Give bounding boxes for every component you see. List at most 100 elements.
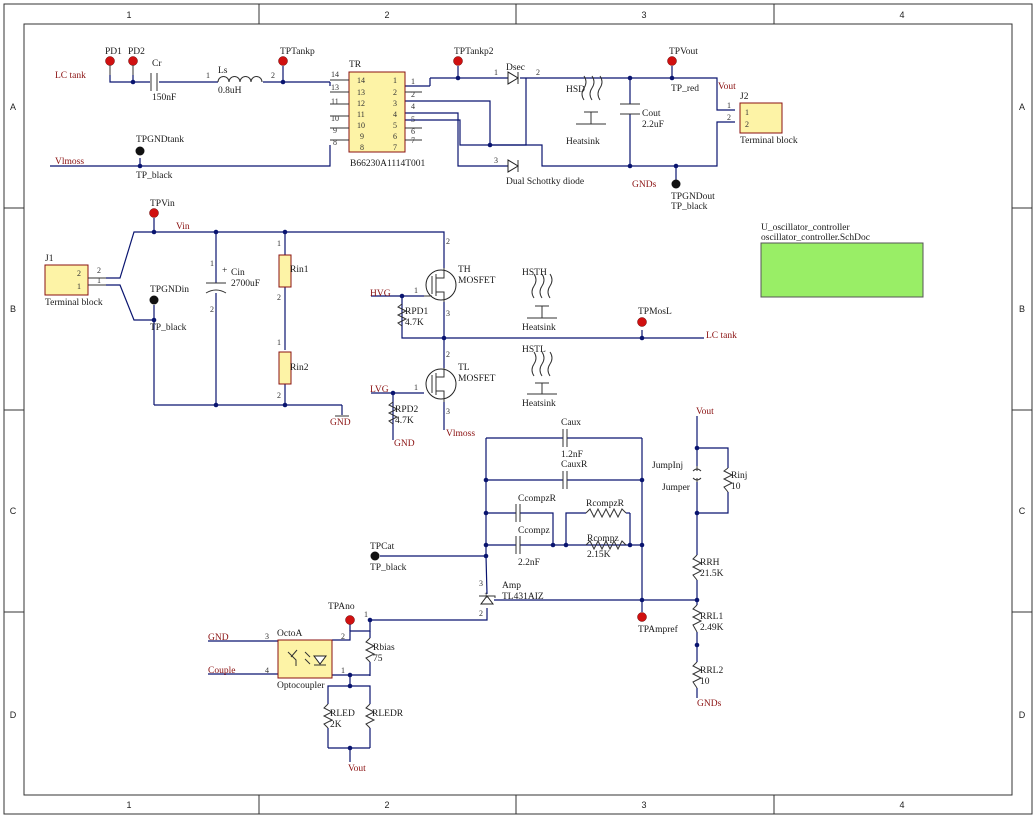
svg-text:1: 1 — [414, 383, 418, 392]
rcompzr-label: RcompzR — [586, 499, 625, 509]
hstl-label: HSTL — [522, 345, 546, 355]
svg-text:6: 6 — [393, 132, 397, 141]
dsec-label: Dsec — [506, 63, 525, 73]
svg-text:2: 2 — [277, 391, 281, 400]
net-lvg: LVG — [370, 385, 389, 395]
svg-text:2: 2 — [446, 350, 450, 359]
zone-labels: 1 2 3 4 1 2 3 4 A B C D A B C D — [10, 10, 1026, 810]
capacitor-caux: Caux 1.2nF — [561, 418, 583, 460]
rpd2-value: 4.7K — [395, 416, 414, 426]
svg-text:8: 8 — [360, 143, 364, 152]
rinj-label: Rinj — [731, 471, 747, 481]
net-vin: Vin — [176, 222, 190, 232]
svg-text:2: 2 — [210, 305, 214, 314]
svg-text:2: 2 — [77, 269, 81, 278]
cr-label: Cr — [152, 59, 162, 69]
cin-label: Cin — [231, 268, 245, 278]
th-value: MOSFET — [458, 276, 496, 286]
jumper-jumpinj[interactable]: JumpInj Jumper — [652, 461, 702, 493]
svg-text:8: 8 — [333, 138, 337, 147]
resistor-rrl2: RRL2 10 — [691, 661, 723, 689]
rrl1-label: RRL1 — [700, 612, 723, 622]
test-point-pd1: PD1 — [105, 47, 122, 75]
sheet-symbol-oscillator-controller[interactable]: U_oscillator_controller oscillator_contr… — [760, 223, 924, 298]
zone-col-2-top: 2 — [384, 10, 389, 20]
tpgndtank-label: TPGNDtank — [136, 135, 184, 145]
tpcat-label: TPCat — [370, 542, 395, 552]
sheet-symbol-box[interactable] — [760, 242, 924, 298]
net-lc-tank-output: LC tank — [706, 331, 737, 341]
rinj-value: 10 — [731, 482, 741, 492]
net-gnd-opto: GND — [208, 633, 229, 643]
tpgndtank-value: TP_black — [136, 171, 173, 181]
octoa-value: Optocoupler — [277, 681, 325, 691]
rrh-label: RRH — [700, 558, 720, 568]
svg-text:1: 1 — [484, 591, 488, 600]
test-point-tpgndin: TPGNDin TP_black — [149, 285, 189, 333]
svg-text:7: 7 — [393, 143, 397, 152]
svg-text:2: 2 — [277, 293, 281, 302]
zone-row-d-left: D — [10, 710, 17, 720]
sheet-symbol-designator: U_oscillator_controller — [761, 223, 850, 233]
resistor-rbias: Rbias 75 — [364, 637, 395, 664]
svg-text:2: 2 — [479, 609, 483, 618]
svg-text:11: 11 — [357, 110, 365, 119]
zone-col-2-bottom: 2 — [384, 800, 389, 810]
svg-text:5: 5 — [411, 115, 415, 124]
cin-plus: + — [222, 266, 227, 276]
heatsink-hsd: HSD Heatsink — [566, 75, 606, 147]
pd1-label: PD1 — [105, 47, 122, 57]
amp-label: Amp — [502, 581, 521, 591]
resistor-rin2: Rin2 12 — [277, 338, 309, 400]
svg-text:3: 3 — [446, 407, 450, 416]
svg-text:6: 6 — [411, 127, 415, 136]
section-optocoupler: GND Couple Vout TPAno 1 OctoA Optocouple… — [208, 602, 404, 774]
resistor-rrh: RRH 21.5K — [691, 554, 724, 581]
svg-text:3: 3 — [479, 579, 483, 588]
tpmosl-label: TPMosL — [638, 307, 672, 317]
svg-text:1: 1 — [341, 666, 345, 675]
connector-j2: J2 Terminal block 12 12 — [727, 92, 798, 146]
resistor-rcompz: Rcompz 2.15K — [585, 534, 627, 560]
tpano-label: TPAno — [328, 602, 355, 612]
net-vlmoss-input: Vlmoss — [55, 157, 84, 167]
svg-text:4: 4 — [411, 102, 415, 111]
test-point-tpano: TPAno 1 — [328, 602, 368, 625]
svg-text:4: 4 — [393, 110, 397, 119]
tr-value: B66230A1114T001 — [350, 159, 426, 169]
rcompz-label: Rcompz — [587, 534, 619, 544]
jumpinj-label: JumpInj — [652, 461, 683, 471]
tpgndout-label: TPGNDout — [671, 192, 715, 202]
tpvout-label: TPVout — [669, 47, 698, 57]
resistor-rcompzr: RcompzR — [585, 499, 627, 519]
rrl2-value: 10 — [700, 677, 710, 687]
net-vout-top: Vout — [718, 82, 736, 92]
zone-col-3-bottom: 3 — [641, 800, 646, 810]
svg-text:2: 2 — [271, 71, 275, 80]
zone-col-1-top: 1 — [126, 10, 131, 20]
test-point-tpvin: TPVin — [149, 199, 175, 218]
test-point-tptankp2: TPTankp2 — [453, 47, 494, 66]
mosfet-th: TH MOSFET 123 — [414, 237, 496, 318]
tpgndin-label: TPGNDin — [150, 285, 189, 295]
ls-label: Ls — [218, 66, 228, 76]
section-feedback: Vout GNDs Caux 1.2nF CauxR CcompzR Rcomp… — [370, 407, 747, 709]
rcompz-value: 2.15K — [587, 550, 611, 560]
zone-row-b-left: B — [10, 304, 16, 314]
svg-text:5: 5 — [393, 121, 397, 130]
jumpinj-value: Jumper — [662, 483, 691, 493]
svg-text:1: 1 — [494, 68, 498, 77]
hstl-value: Heatsink — [522, 399, 556, 409]
j2-value: Terminal block — [740, 136, 798, 146]
zone-row-d-right: D — [1019, 710, 1026, 720]
test-point-tpgndtank: TPGNDtank TP_black — [135, 135, 184, 181]
svg-text:11: 11 — [331, 97, 339, 106]
tpgndin-value: TP_black — [150, 323, 187, 333]
svg-text:3: 3 — [494, 156, 498, 165]
test-point-pd2: PD2 — [128, 47, 145, 75]
tptankp2-label: TPTankp2 — [454, 47, 494, 57]
resistor-rpd2: RPD2 4.7K — [387, 401, 418, 426]
section-output-stage: LC tank Vlmoss Vout GNDs PD1 PD2 Cr 150n… — [50, 47, 798, 212]
